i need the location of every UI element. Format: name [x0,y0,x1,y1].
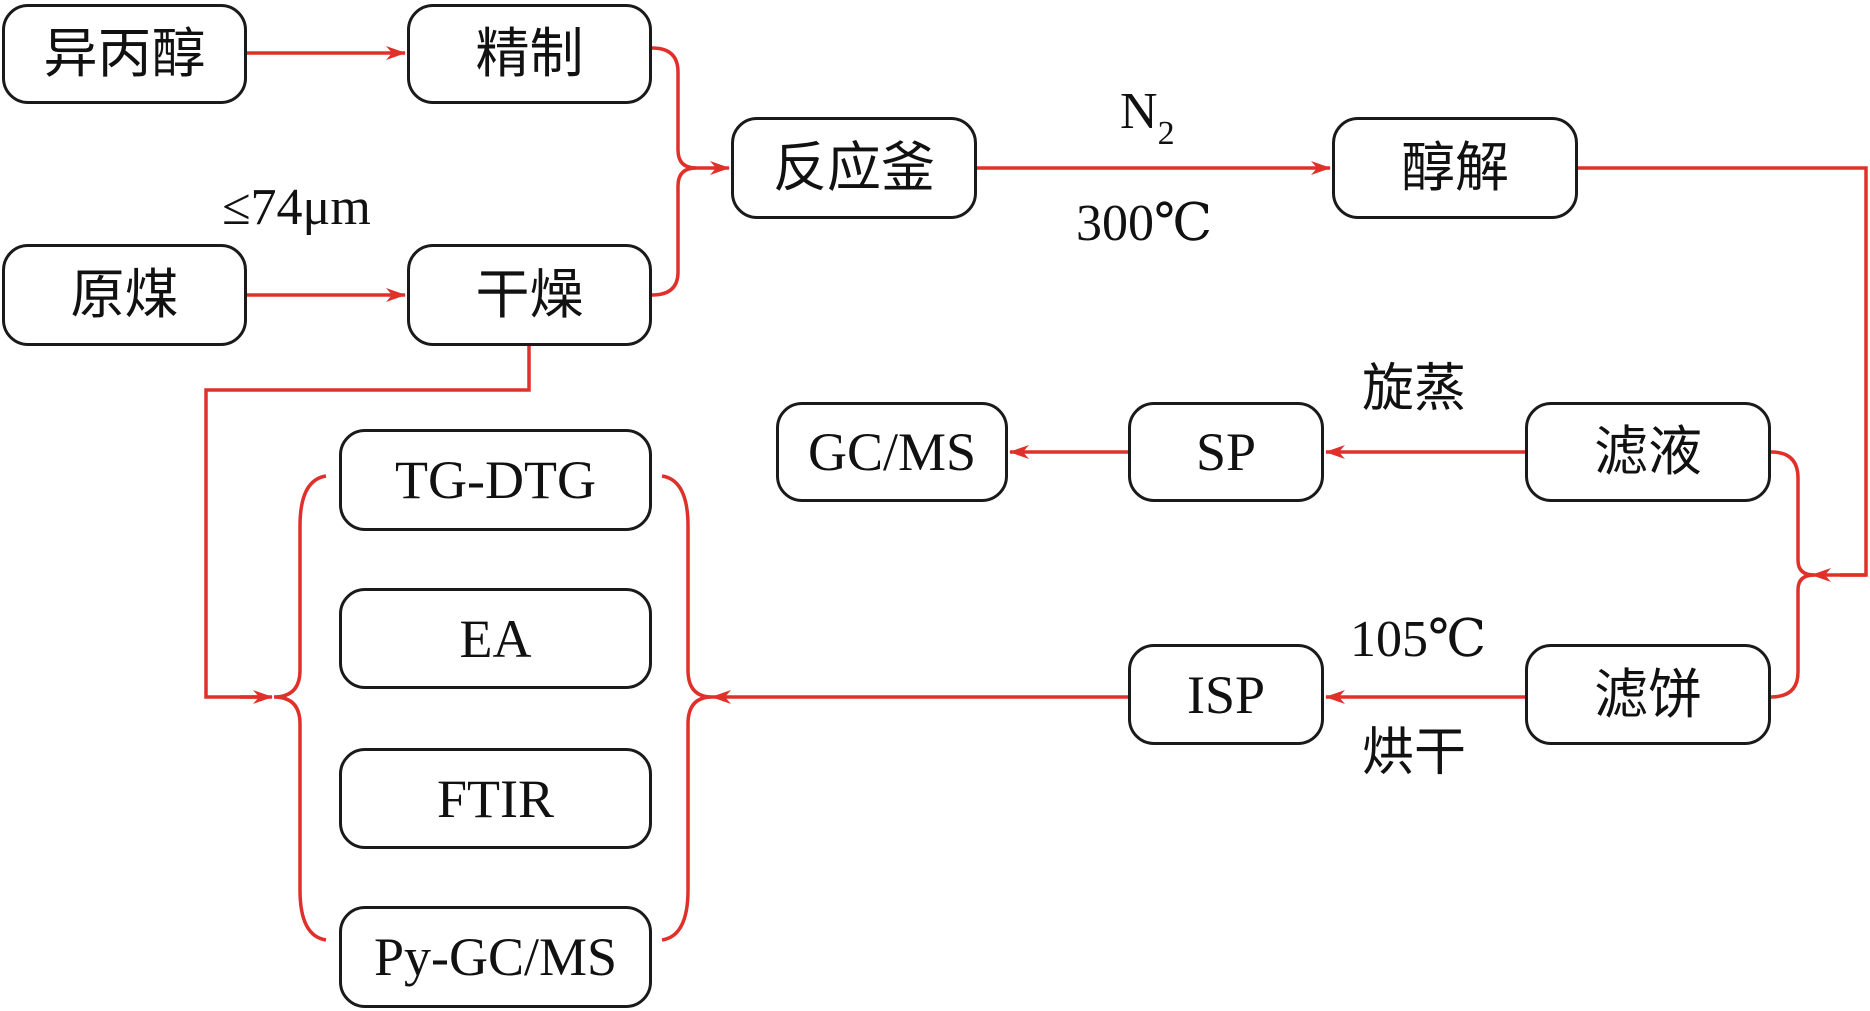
node-refine: 精制 [407,4,652,104]
brace-analysis-right [661,474,713,942]
line-alcoholysis-down [1578,166,1868,577]
brace-to-reactor [651,46,697,297]
node-isopropanol: 异丙醇 [2,4,247,104]
node-reactor: 反应釜 [731,117,977,219]
brace-analysis-left [273,474,327,942]
label-dry-temp: 105℃ [1350,611,1487,668]
label-gas-sub: 2 [1157,115,1175,152]
label-rotary-evap: 旋蒸 [1362,361,1467,418]
node-filter-cake: 滤饼 [1525,644,1771,745]
line-dry-to-analysis [204,346,531,699]
node-alcoholysis: 醇解 [1332,117,1578,219]
label-gas: N2 [1120,83,1175,151]
node-gcms: GC/MS [776,402,1008,502]
node-py-gcms: Py-GC/MS [339,906,652,1008]
brace-filtrate-cake [1770,450,1815,699]
label-gas-main: N [1120,83,1158,140]
label-reaction-temp: 300℃ [1076,195,1213,252]
node-sp: SP [1128,402,1324,502]
label-particle-size: ≤74μm [222,179,371,236]
node-dry: 干燥 [407,244,652,346]
node-filtrate: 滤液 [1525,402,1771,502]
node-tg-dtg: TG-DTG [339,429,652,531]
node-ea: EA [339,588,652,689]
node-raw-coal: 原煤 [2,244,247,346]
label-oven-dry: 烘干 [1362,725,1467,782]
node-isp: ISP [1128,644,1324,745]
node-ftir: FTIR [339,748,652,849]
